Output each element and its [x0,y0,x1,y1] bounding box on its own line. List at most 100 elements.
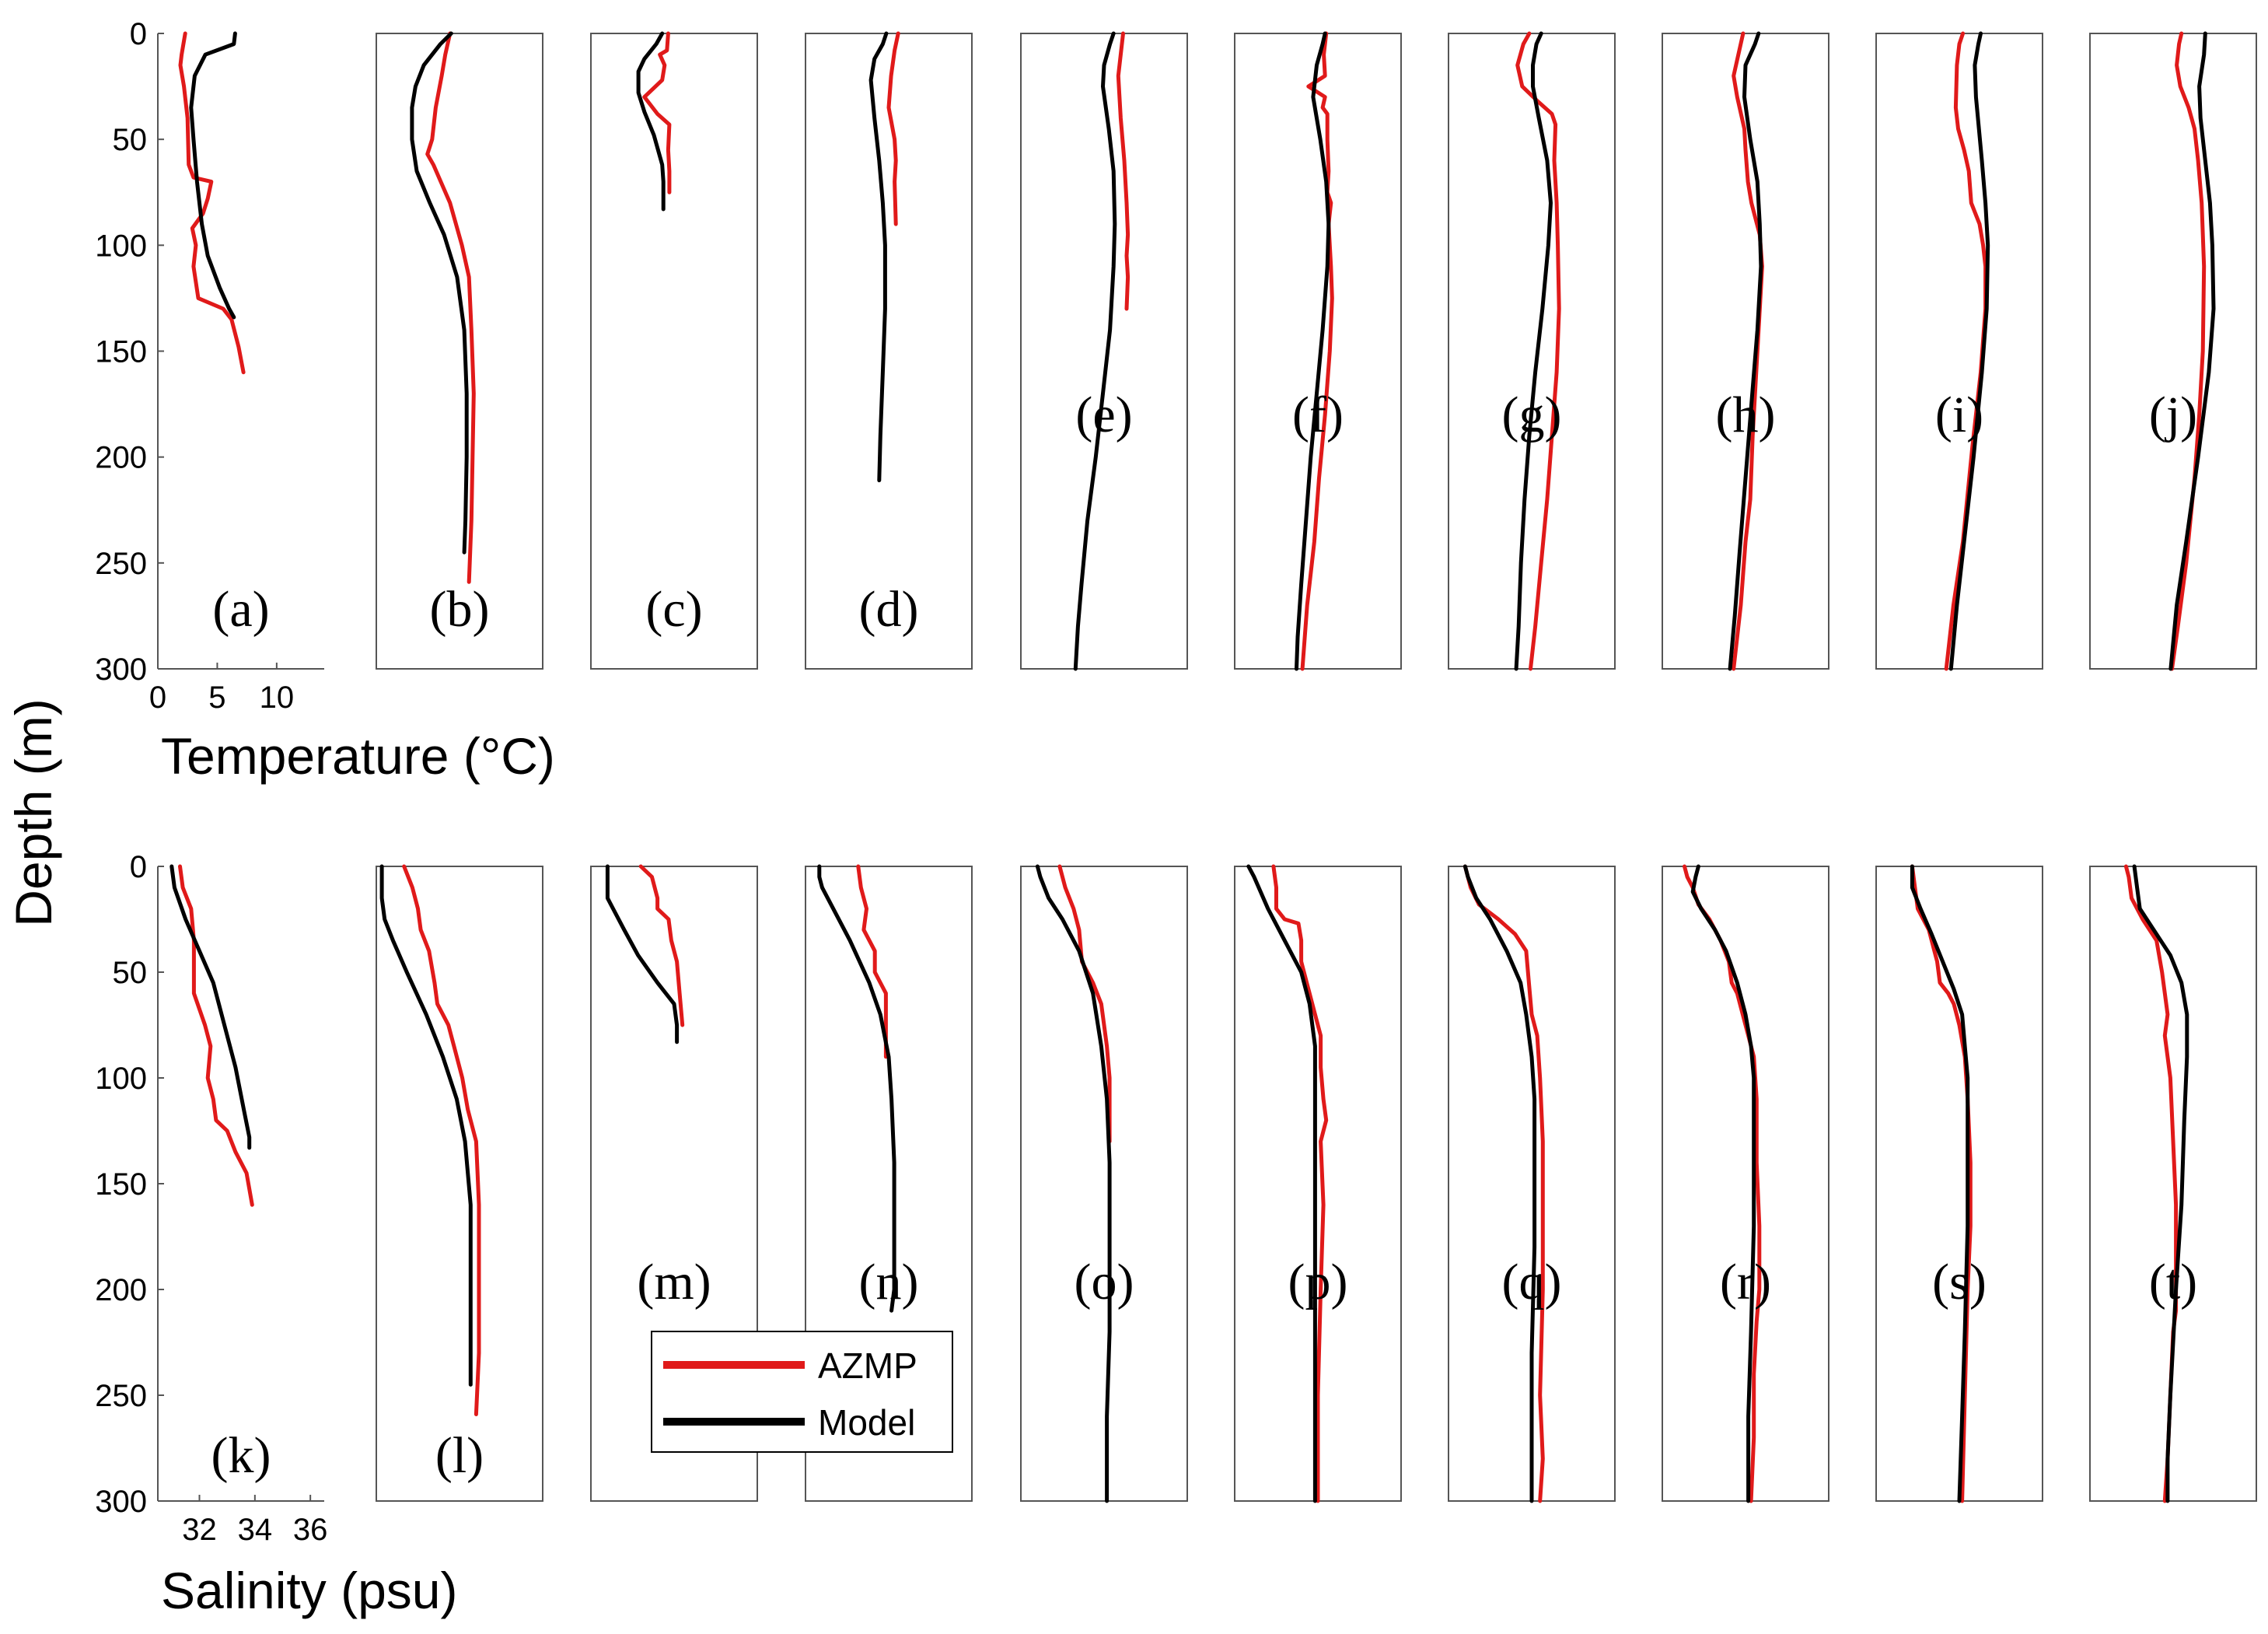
series-line-model [1728,31,1763,671]
legend-label-model: Model [818,1402,915,1443]
panel-frame [1020,866,1188,1502]
panel-frame [805,33,973,670]
y-tick-label: 50 [113,123,148,157]
y-tick-label: 50 [113,956,148,990]
series-line-azmp [1271,864,1329,1503]
y-tick-label: 100 [95,229,147,263]
panel-m: (m) [590,864,758,1502]
panel-t: (t) [2089,864,2257,1503]
panel-label: (g) [1502,387,1562,443]
series-line-azmp [1462,864,1545,1503]
panel-label: (t) [2149,1254,2197,1310]
panel-frame [590,33,758,670]
panel-n: (n) [805,864,973,1502]
x-tick-label: 10 [260,681,295,715]
panel-label: (p) [1288,1254,1348,1310]
series-line-azmp [638,864,685,1027]
y-tick-label: 300 [95,1485,147,1519]
panel-c: (c) [590,31,758,670]
panel-l: (l) [376,864,543,1502]
x-tick-label: 34 [238,1513,273,1547]
panel-f: (f) [1234,31,1402,671]
panel-frame [805,866,973,1502]
panel-frame [590,866,758,1502]
legend-box [651,1331,953,1453]
panel-frame [376,33,543,670]
series-line-model [868,31,889,483]
panel-p: (p) [1234,864,1402,1503]
series-line-azmp [425,31,476,584]
series-line-model [1910,864,1970,1503]
panel-q: (q) [1448,864,1616,1503]
series-line-model [817,864,896,1313]
series-line-azmp [856,864,888,1059]
x-axis-label-salinity: Salinity (psu) [161,1562,457,1619]
panel-b: (b) [376,31,543,670]
panel-label: (k) [211,1427,271,1484]
panel-label: (i) [1935,387,1983,443]
x-tick-label: 5 [208,681,225,715]
series-line-model [169,864,252,1150]
panel-label: (q) [1502,1254,1562,1310]
y-tick-label: 250 [95,1379,147,1413]
series-line-model [1295,31,1331,671]
series-line-model [379,864,473,1387]
panel-label: (d) [859,581,919,638]
panel-label: (j) [2149,387,2197,443]
panel-h: (h) [1662,31,1829,671]
y-tick-label: 200 [95,1273,147,1307]
panel-label: (a) [212,581,269,638]
panel-frame [1875,33,2043,670]
series-line-azmp [1116,31,1131,311]
series-line-model [410,31,469,555]
y-tick-label: 300 [95,653,147,687]
y-tick-label: 200 [95,441,147,475]
legend-label-azmp: AZMP [818,1345,917,1386]
panel-frame [2089,33,2257,670]
y-tick-label: 250 [95,547,147,581]
x-axis-label-temperature: Temperature (°C) [161,727,555,785]
series-line-model [1690,864,1756,1503]
panel-r: (r) [1662,864,1829,1503]
y-tick-label: 100 [95,1062,147,1096]
series-line-azmp [2170,31,2207,671]
panel-frame [1234,33,1402,670]
x-tick-label: 0 [149,681,166,715]
x-tick-label: 32 [182,1513,217,1547]
panel-o: (o) [1020,864,1188,1503]
series-line-model [636,31,666,212]
series-line-model [1073,31,1117,671]
series-line-model [1514,31,1553,671]
series-line-azmp [1732,31,1764,671]
panel-frame [1662,866,1829,1502]
series-line-model [1462,864,1537,1503]
panel-label: (c) [645,581,702,638]
panel-label: (r) [1720,1254,1771,1310]
series-line-model [1035,864,1112,1503]
y-axis-label: Depth (m) [5,698,62,926]
panel-label: (n) [859,1254,919,1310]
panel-label: (s) [1932,1254,1987,1310]
panel-label: (e) [1075,387,1132,443]
y-tick-label: 150 [95,1167,147,1202]
panel-label: (f) [1292,387,1344,443]
series-line-azmp [1057,864,1112,1144]
series-line-model [2168,31,2216,671]
panel-s: (s) [1875,864,2043,1503]
panel-i: (i) [1875,31,2043,671]
panel-g: (g) [1448,31,1616,671]
y-tick-label: 150 [95,335,147,369]
panel-frame [1875,866,2043,1502]
panel-label: (l) [435,1427,484,1484]
series-line-azmp [1944,31,1988,671]
panel-j: (j) [2089,31,2257,671]
series-line-azmp [402,864,481,1416]
series-line-model [605,864,680,1044]
panel-d: (d) [805,31,973,670]
panel-label: (h) [1716,387,1776,443]
series-line-model [1246,864,1317,1503]
